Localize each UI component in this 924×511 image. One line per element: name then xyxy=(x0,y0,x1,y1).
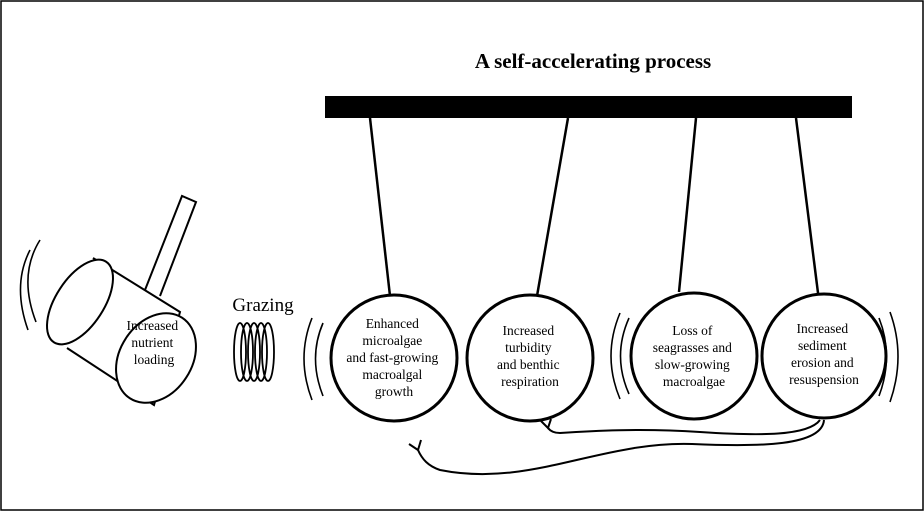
ball-circle xyxy=(629,291,759,421)
motion-marks xyxy=(303,311,899,403)
ball-label: Increased turbidity and benthic respirat… xyxy=(497,323,563,389)
ball-turbidity: Increased turbidity and benthic respirat… xyxy=(465,293,595,423)
ball-label-line: and benthic xyxy=(497,357,560,372)
ball-label-line: macroalgae xyxy=(663,374,725,389)
feedback-arrow-long xyxy=(417,419,825,476)
ball-seagrass-loss: Loss of seagrasses and slow-growing macr… xyxy=(629,291,759,421)
feedback-arrowhead xyxy=(408,439,422,452)
cradle-bar xyxy=(325,96,852,118)
ball-label-line: and fast-growing xyxy=(346,350,438,365)
ball-label: Enhanced microalgae and fast-growing mac… xyxy=(346,316,441,399)
ball-microalgae: Enhanced microalgae and fast-growing mac… xyxy=(329,293,459,423)
grazing-label: Grazing xyxy=(232,295,294,316)
ball-circle xyxy=(465,293,595,423)
ball-label-line: resuspension xyxy=(789,372,859,387)
bucket-label-line: loading xyxy=(134,352,175,367)
ball-circle xyxy=(329,293,459,423)
bucket-bottom xyxy=(46,258,114,346)
feedback-arrows xyxy=(408,418,825,476)
cradle-strings xyxy=(368,117,820,297)
diagram-title: A self-accelerating process xyxy=(475,49,711,73)
string-turbidity xyxy=(535,117,570,297)
bucket-motion-mark xyxy=(27,239,41,323)
bucket-label: Increased nutrient loading xyxy=(126,318,181,367)
ball-label-line: Enhanced xyxy=(366,316,419,331)
ball-motion-mark xyxy=(889,311,899,403)
ball-motion-mark xyxy=(610,312,621,400)
bucket-motion-mark xyxy=(19,249,31,331)
feedback-arrow-short xyxy=(547,419,821,436)
feedback-arrowhead xyxy=(540,418,552,430)
ball-motion-mark xyxy=(619,317,630,395)
string-seagrass-loss xyxy=(677,117,698,293)
grazing-spring-icon xyxy=(233,322,275,382)
ball-label: Loss of seagrasses and slow-growing macr… xyxy=(653,323,735,389)
ball-label-line: sediment xyxy=(798,338,847,353)
ball-label-line: Increased xyxy=(502,323,554,338)
nutrient-bucket: Increased nutrient loading xyxy=(19,194,198,407)
string-erosion xyxy=(794,117,820,294)
ball-erosion: Increased sediment erosion and resuspens… xyxy=(760,292,888,420)
bucket-opening xyxy=(115,312,197,404)
ball-label-line: macroalgal xyxy=(362,367,422,382)
ball-label-line: seagrasses and xyxy=(653,340,732,355)
ball-label: Increased sediment erosion and resuspens… xyxy=(789,321,859,387)
ball-label-line: growth xyxy=(375,384,413,399)
bucket-handle xyxy=(144,194,198,297)
ball-circle xyxy=(760,292,888,420)
ball-motion-mark xyxy=(314,322,324,397)
ball-motion-mark xyxy=(303,317,313,401)
ball-label-line: respiration xyxy=(501,374,559,389)
bucket-label-line: nutrient xyxy=(131,335,173,350)
string-microalgae xyxy=(368,117,392,297)
ball-label-line: erosion and xyxy=(791,355,854,370)
ball-label-line: Loss of xyxy=(672,323,713,338)
ball-label-line: slow-growing xyxy=(655,357,730,372)
bucket-label-line: Increased xyxy=(126,318,178,333)
ball-label-line: microalgae xyxy=(362,333,422,348)
ball-label-line: Increased xyxy=(796,321,848,336)
ball-label-line: turbidity xyxy=(505,340,552,355)
